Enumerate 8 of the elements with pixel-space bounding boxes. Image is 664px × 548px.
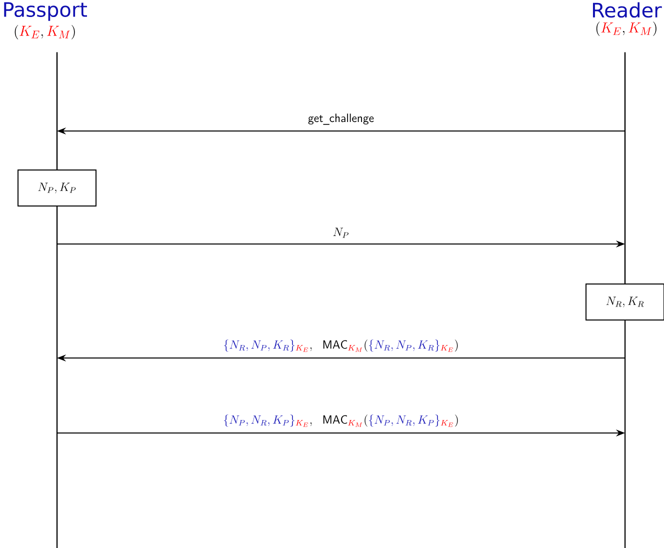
state-box: $N_R, K_R$ <box>586 284 664 320</box>
participant-label: Reader $(\textcolor{red}{K_E}, \textcolor{red}{K_M})$ <box>592 2 662 36</box>
message-label: $N_P$ <box>333 228 348 238</box>
state-box: $N_P, K_P$ <box>18 170 96 206</box>
participant-label: Passport $(\textcolor{red}{K_E}, \textcolor{red}{K_M})$ <box>4 2 87 40</box>
message-label: $\mathsf{get\_challenge}$ <box>308 114 374 125</box>
message-label: $\textcolor{blue}{\{N_P, N_R, K_P\}}_{\textcolor{red}{K_E}},\ \ \mathsf{MAC}_{\textcolor{red}{K_M}}(\textcolor{blue}{\{N_P, N_R, K_P\}}_{\textcolor{red}{K_E}})$ <box>224 414 458 427</box>
message-label: $\textcolor{blue}{\{N_R, N_P, K_R\}}_{\textcolor{red}{K_E}},\ \ \mathsf{MAC}_{\textcolor{red}{K_M}}(\textcolor{blue}{\{N_R, N_P, K_R\}}_{\textcolor{red}{K_E}})$ <box>224 340 458 352</box>
